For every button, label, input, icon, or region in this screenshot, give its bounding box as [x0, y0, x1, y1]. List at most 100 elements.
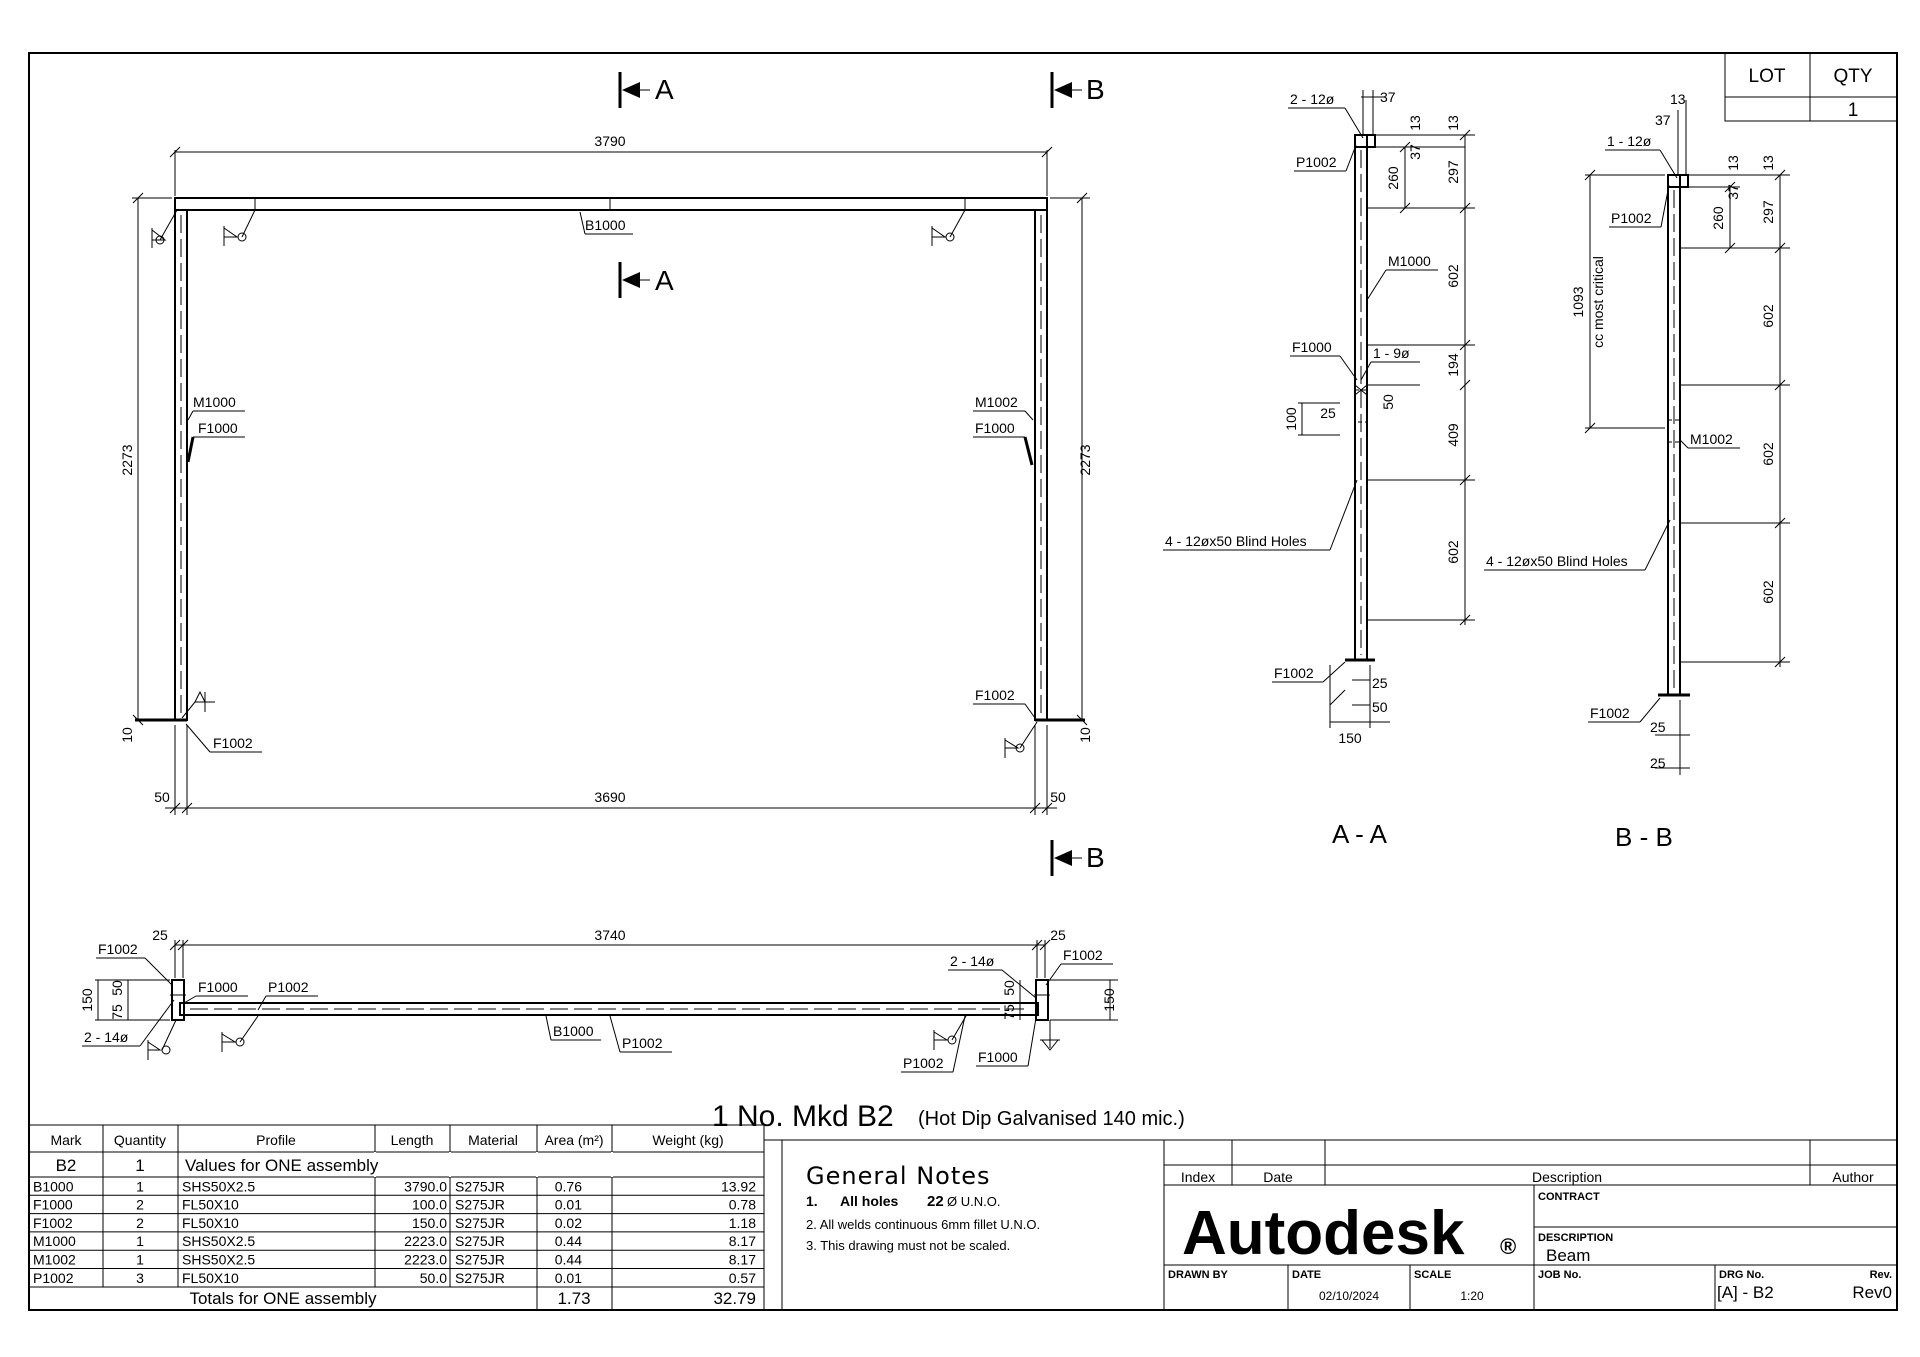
svg-text:Quantity: Quantity	[114, 1132, 166, 1148]
date-value: 02/10/2024	[1319, 1289, 1379, 1303]
table-cell: 0.57	[729, 1270, 756, 1286]
svg-text:CONTRACT: CONTRACT	[1538, 1191, 1600, 1203]
plan-label-b1000: B1000	[553, 1023, 594, 1039]
dim-right-50: 50	[1050, 789, 1066, 805]
logo-registered-mark: ®	[1500, 1234, 1516, 1259]
label-f1002-right: F1002	[975, 687, 1015, 703]
svg-text:JOB No.: JOB No.	[1538, 1269, 1581, 1281]
table-cell: 1.18	[729, 1215, 756, 1231]
svg-text:602: 602	[1445, 540, 1461, 564]
plan-label-holes-right: 2 - 14ø	[950, 953, 995, 969]
svg-text:602: 602	[1760, 580, 1776, 604]
svg-text:37: 37	[1655, 112, 1671, 128]
section-bb-title: B - B	[1615, 822, 1673, 852]
lot-qty-box: LOT QTY 1	[1724, 52, 1898, 122]
assembly-mark: B2	[56, 1156, 77, 1175]
scale-value: 1:20	[1460, 1289, 1484, 1303]
general-notes: General Notes 1. All holes 22 Ø U.N.O. 2…	[764, 1139, 1165, 1311]
weld-symbol	[151, 209, 178, 248]
table-cell: 1	[136, 1233, 144, 1249]
table-cell: 0.44	[555, 1233, 582, 1249]
svg-text:Author: Author	[1832, 1169, 1874, 1185]
label-b1000: B1000	[585, 217, 626, 233]
svg-text:13: 13	[1670, 91, 1686, 107]
plan-dim-50-right: 50	[1001, 980, 1017, 996]
svg-text:A: A	[655, 265, 674, 296]
label-f1000-left: F1000	[198, 420, 238, 436]
svg-text:Description: Description	[1532, 1169, 1602, 1185]
autodesk-logo: Autodesk	[1182, 1199, 1465, 1268]
table-cell: 0.78	[729, 1197, 756, 1213]
plan-label-f1000-right: F1000	[978, 1049, 1018, 1065]
svg-text:B: B	[1086, 74, 1105, 105]
table-cell: 2223.0	[404, 1252, 447, 1268]
plan-label-f1000-left: F1000	[198, 979, 238, 995]
dim-3690: 3690	[594, 789, 625, 805]
label-f1000-right: F1000	[975, 420, 1015, 436]
dim-right-2273: 2273	[1077, 444, 1093, 475]
svg-text:297: 297	[1760, 200, 1776, 224]
table-cell: 13.92	[721, 1178, 756, 1194]
plan-label-p1002-left: P1002	[268, 979, 309, 995]
table-cell: 3	[136, 1270, 144, 1286]
svg-text:602: 602	[1760, 442, 1776, 466]
table-cell: P1002	[33, 1270, 74, 1286]
description-value: Beam	[1546, 1246, 1590, 1265]
assembly-note: Values for ONE assembly	[185, 1156, 379, 1175]
dim-left-50: 50	[154, 789, 170, 805]
svg-text:602: 602	[1760, 304, 1776, 328]
svg-text:4 - 12øx50 Blind Holes: 4 - 12øx50 Blind Holes	[1486, 553, 1628, 569]
drg-number: [A] - B2	[1717, 1283, 1774, 1302]
front-view: A B A B	[119, 72, 1105, 876]
weld-symbol	[147, 1019, 177, 1060]
section-marker-a-mid: A	[618, 262, 674, 298]
table-cell: 3790.0	[404, 1178, 447, 1194]
plan-endplate-right	[1035, 979, 1049, 1021]
svg-text:1.: 1.	[806, 1193, 818, 1209]
svg-text:194: 194	[1445, 353, 1461, 377]
drawing-subtitle: (Hot Dip Galvanised 140 mic.)	[918, 1108, 1185, 1130]
table-cell: S275JR	[455, 1252, 505, 1268]
dim-3790: 3790	[594, 133, 625, 149]
svg-text:F1002: F1002	[1590, 705, 1630, 721]
plan-label-f1002-right: F1002	[1063, 947, 1103, 963]
table-cell: M1002	[33, 1252, 76, 1268]
plan-label-p1002-mid: P1002	[622, 1035, 663, 1051]
svg-text:M1002: M1002	[1690, 431, 1733, 447]
totals-area: 1.73	[557, 1289, 590, 1308]
beam-b1000	[174, 197, 1048, 211]
svg-text:A: A	[655, 74, 674, 105]
svg-text:Ø U.N.O.: Ø U.N.O.	[947, 1194, 1000, 1209]
assembly-quantity: 1	[135, 1156, 144, 1175]
table-cell: S275JR	[455, 1215, 505, 1231]
svg-text:25: 25	[1650, 755, 1666, 771]
table-cell: F1000	[33, 1197, 73, 1213]
table-cell: 1	[136, 1252, 144, 1268]
plan-dim-75-left: 75	[109, 1004, 125, 1020]
dim-left-2273: 2273	[119, 444, 135, 475]
table-cell: 150.0	[412, 1215, 447, 1231]
weld-symbol	[181, 690, 215, 719]
svg-text:150: 150	[1338, 730, 1362, 746]
svg-text:100: 100	[1283, 407, 1299, 431]
table-cell: S275JR	[455, 1233, 505, 1249]
table-cell: M1000	[33, 1233, 76, 1249]
weld-symbol	[1040, 1020, 1060, 1051]
dim-left-10: 10	[119, 727, 135, 743]
svg-text:1093: 1093	[1570, 286, 1586, 317]
plan-dim-25-right: 25	[1050, 927, 1066, 943]
section-marker-b-bottom: B	[1050, 840, 1105, 876]
table-cell: 1	[136, 1178, 144, 1194]
svg-text:M1000: M1000	[1388, 253, 1431, 269]
plan-dim-75-right: 75	[1001, 1004, 1017, 1020]
plan-dim-25-left: 25	[152, 927, 168, 943]
plan-label-p1002-right: P1002	[903, 1055, 944, 1071]
label-m1002: M1002	[975, 394, 1018, 410]
svg-text:All holes: All holes	[840, 1193, 899, 1209]
svg-text:50: 50	[1380, 394, 1396, 410]
section-aa: 260 297 602 194 409 602 13 13 37 37 2 - …	[1163, 89, 1475, 849]
svg-text:1 - 9ø: 1 - 9ø	[1373, 345, 1410, 361]
svg-text:50: 50	[1372, 699, 1388, 715]
revision: Rev0	[1852, 1283, 1892, 1302]
